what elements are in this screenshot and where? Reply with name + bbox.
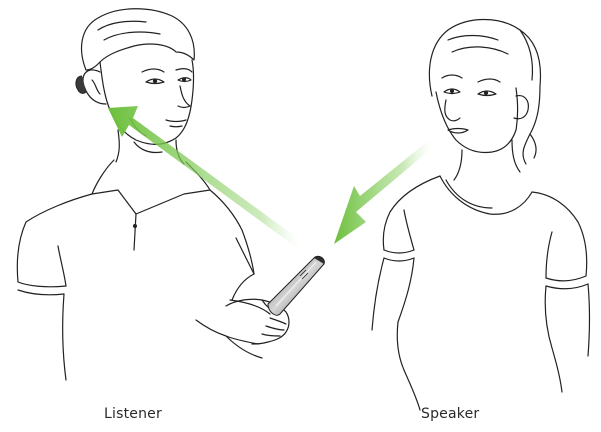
speaker-face	[436, 88, 518, 153]
listener-figure	[17, 9, 289, 380]
microphone-device-icon	[268, 256, 324, 315]
listener-ear	[83, 70, 106, 104]
speaker-figure	[372, 20, 590, 411]
arrow-to-device	[334, 141, 432, 244]
listener-hair	[82, 9, 195, 70]
speaker-label: Speaker	[421, 406, 479, 422]
hearing-aid-icon	[76, 76, 86, 93]
listener-label: Listener	[104, 406, 162, 422]
